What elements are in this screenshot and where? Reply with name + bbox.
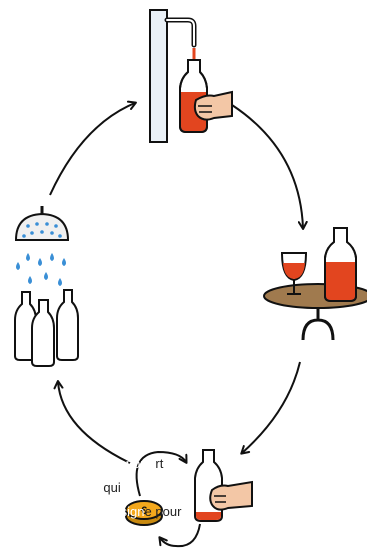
wine-bottle-icon xyxy=(325,228,356,301)
bottle-washing-icon xyxy=(15,206,78,366)
exchange-arrow-bottom xyxy=(160,524,200,546)
caption-line-3: les rembourse la consigne pour xyxy=(0,505,181,518)
water-drops-icon xyxy=(16,253,66,286)
wine-table-icon xyxy=(264,228,367,340)
arrow-filling-to-serving xyxy=(232,105,303,228)
arrow-return-to-washing xyxy=(58,382,130,463)
arrow-serving-to-return xyxy=(242,362,300,453)
caption-line-1: les bouteilles sont rapportért xyxy=(0,457,163,470)
clean-bottles-icon xyxy=(15,290,78,366)
arrow-washing-to-filling xyxy=(50,103,135,195)
shower-head-icon xyxy=(16,206,68,240)
filling-machine-icon xyxy=(150,10,232,142)
empty-bottle-icon xyxy=(195,450,222,521)
caption-line-2: au point de vente qui xyxy=(0,481,121,494)
